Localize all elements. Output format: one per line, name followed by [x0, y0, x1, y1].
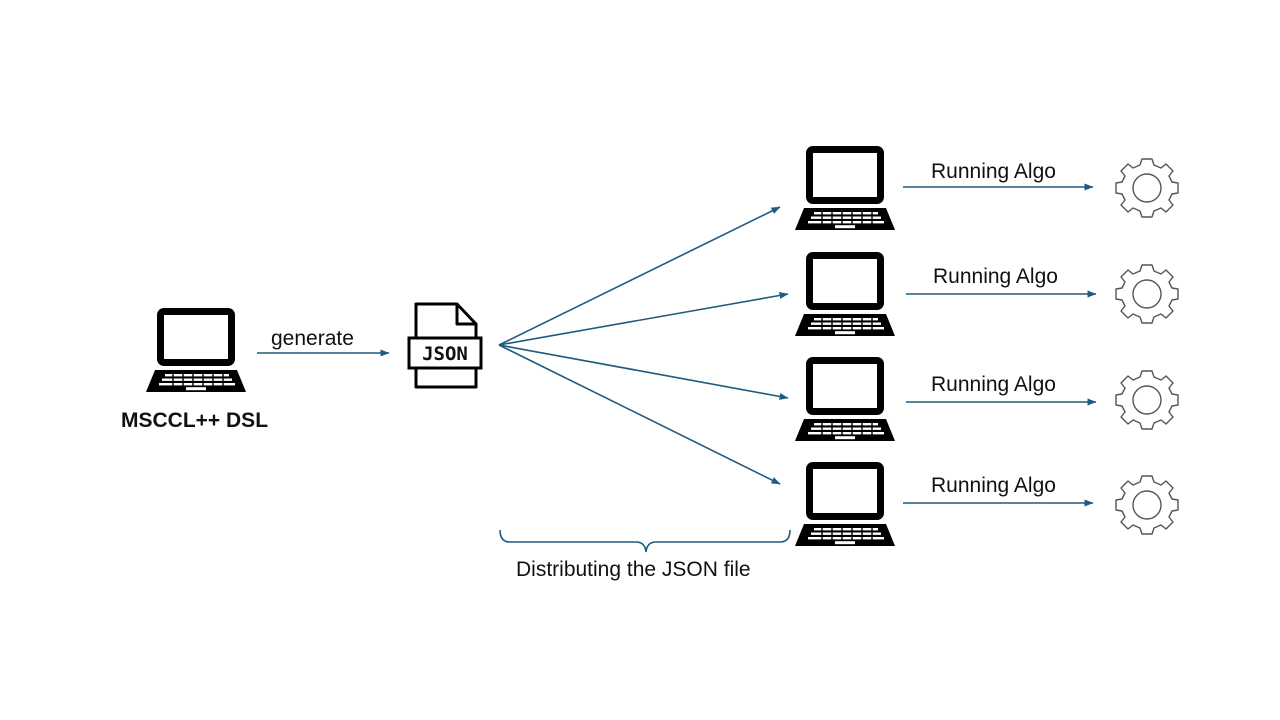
distribute-arrow-3: [498, 344, 789, 400]
run-label-4: Running Algo: [931, 474, 1056, 497]
target-laptop-icon-1: [794, 145, 896, 231]
gear-icon-3: [1115, 370, 1179, 430]
run-label-2: Running Algo: [933, 265, 1058, 288]
json-badge-text: JSON: [422, 343, 468, 365]
distribution-brace: [499, 529, 791, 553]
gear-icon-2: [1115, 264, 1179, 324]
gear-icon-4: [1115, 475, 1179, 535]
json-file-icon: JSON: [407, 302, 483, 389]
target-laptop-icon-3: [794, 356, 896, 442]
gear-icon-1: [1115, 158, 1179, 218]
target-laptop-icon-4: [794, 461, 896, 547]
source-label: MSCCL++ DSL: [121, 409, 269, 432]
distribute-arrow-1: [498, 206, 781, 346]
distribute-label: Distributing the JSON file: [516, 558, 751, 581]
run-label-3: Running Algo: [931, 373, 1056, 396]
target-laptop-icon-2: [794, 251, 896, 337]
generate-label: generate: [271, 327, 354, 350]
source-laptop-icon: [145, 307, 247, 393]
distribute-arrow-4: [498, 344, 781, 485]
distribute-arrow-2: [498, 292, 789, 346]
run-label-1: Running Algo: [931, 160, 1056, 183]
